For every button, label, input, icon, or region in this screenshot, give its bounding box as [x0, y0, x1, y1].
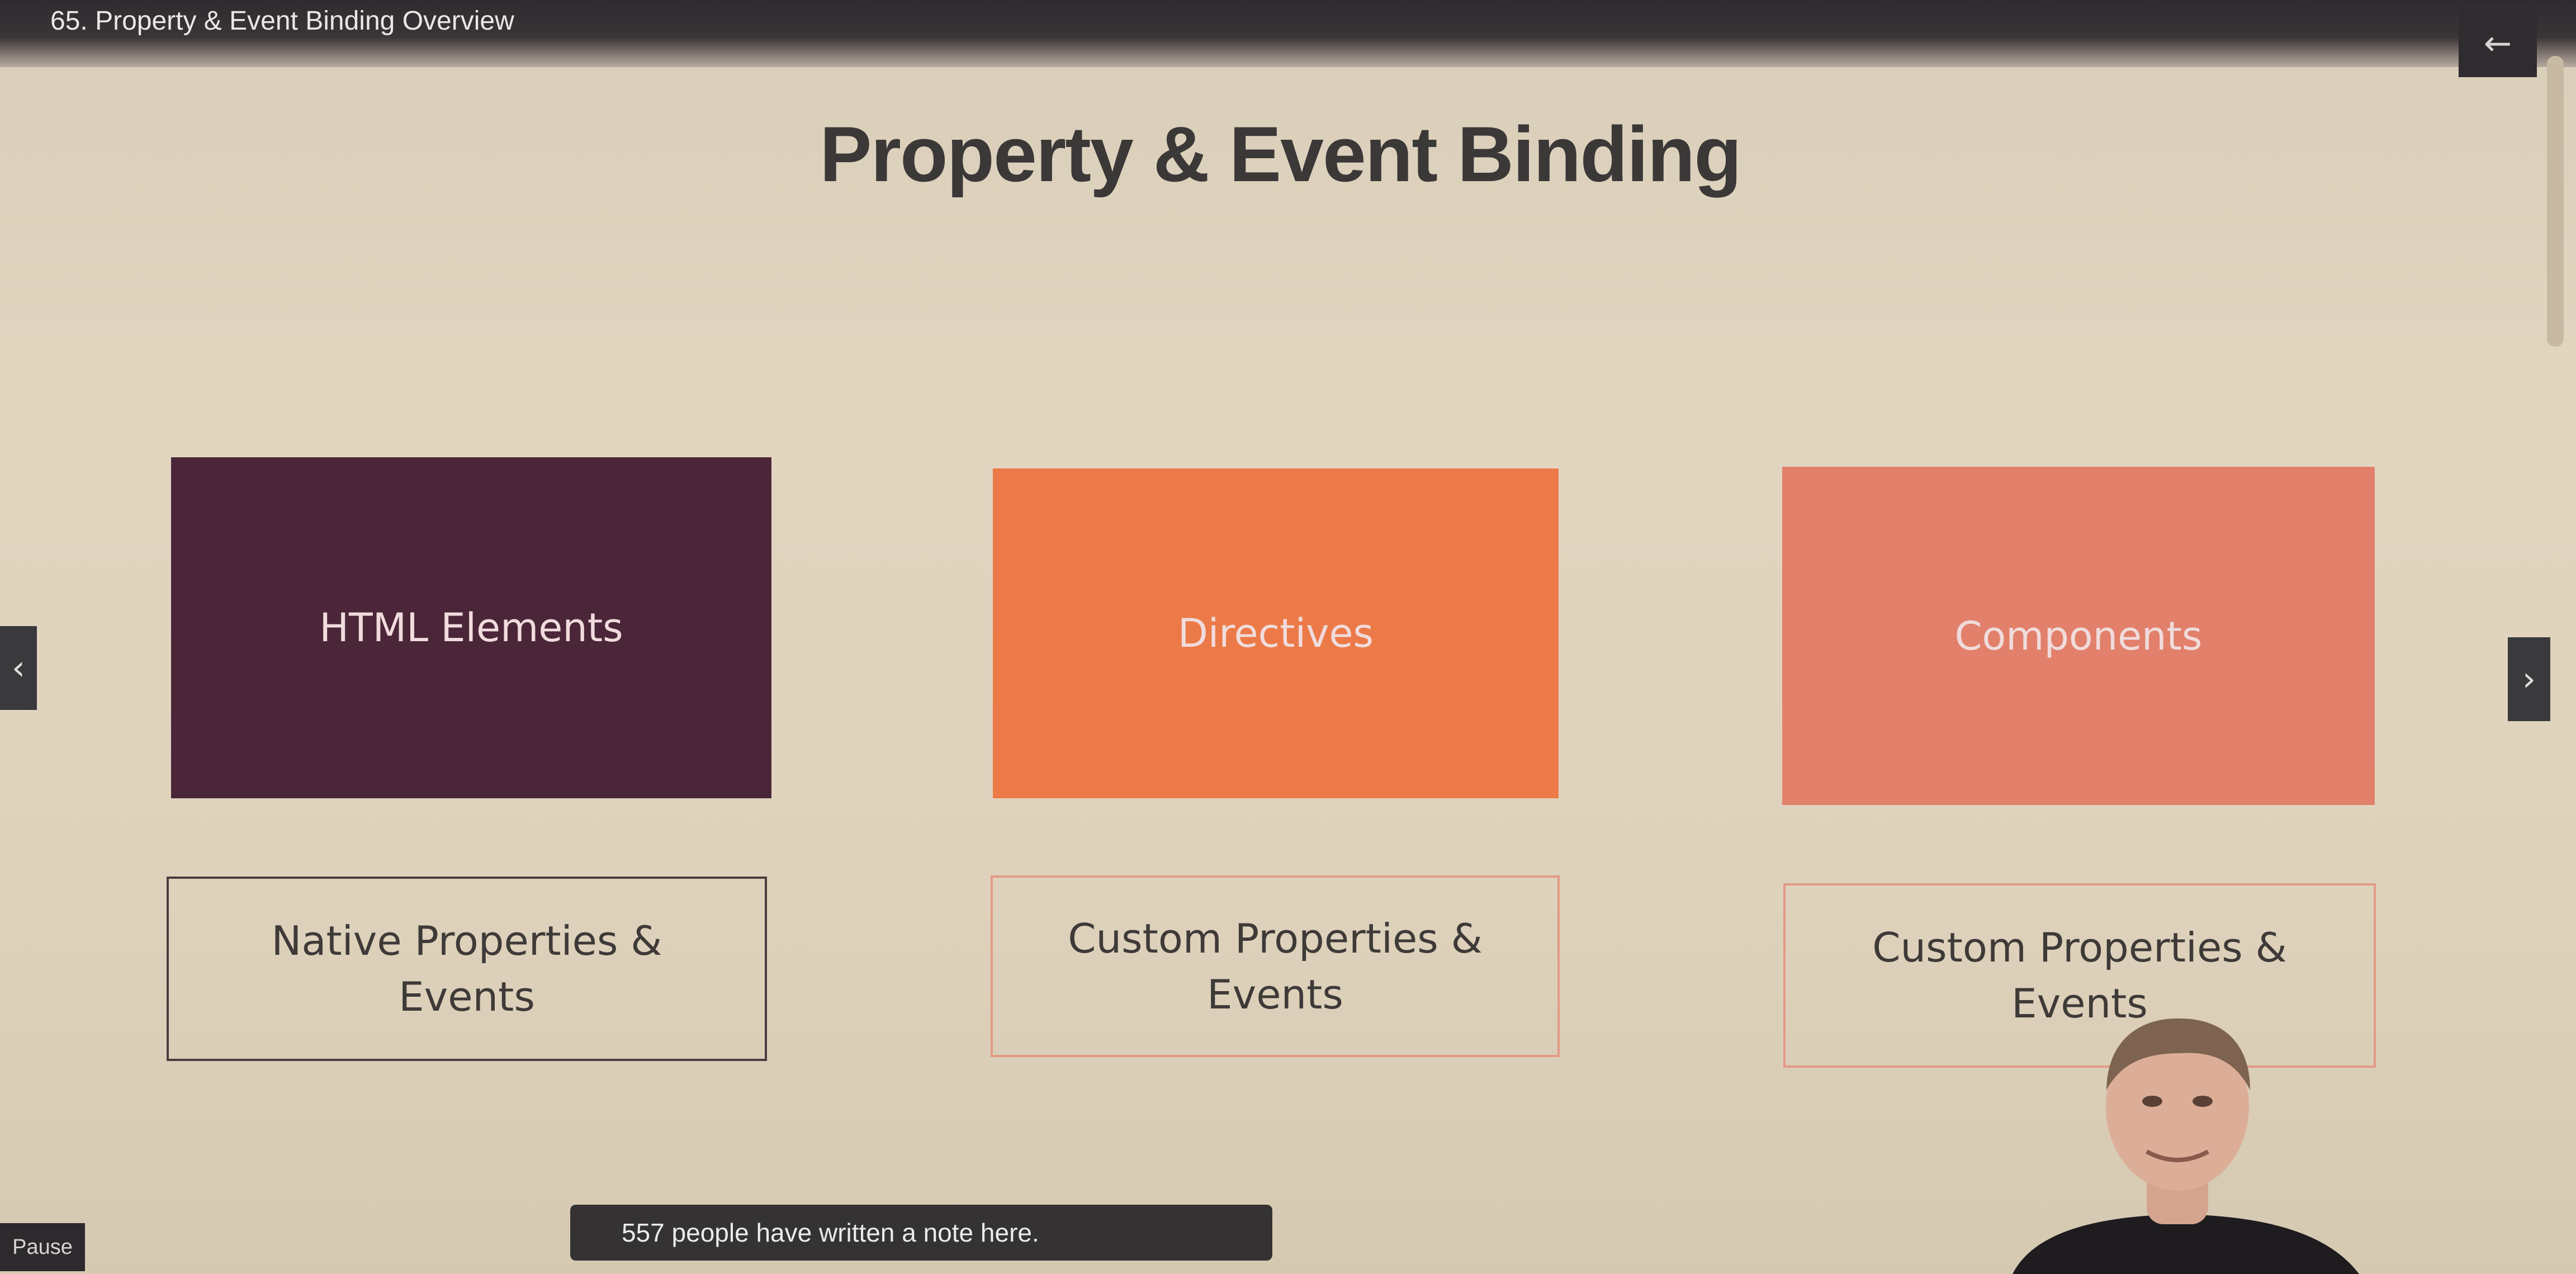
directives-box: Directives	[993, 468, 1559, 798]
chevron-right-icon: ›	[2522, 660, 2536, 699]
html-elements-box: HTML Elements	[171, 457, 771, 798]
desc-line: Events	[399, 973, 535, 1020]
lecture-title: 65. Property & Event Binding Overview	[50, 6, 514, 36]
components-box: Components	[1782, 467, 2375, 805]
notes-banner[interactable]: 557 people have written a note here.	[570, 1205, 1272, 1261]
back-button[interactable]: ←	[2459, 10, 2537, 77]
scrollbar[interactable]	[2547, 56, 2564, 347]
chevron-left-icon: ‹	[12, 648, 25, 688]
directives-custom-properties-events-box: Custom Properties & Events	[991, 875, 1560, 1057]
desc-line: Events	[2011, 980, 2148, 1027]
desc-line: Custom Properties &	[1068, 915, 1483, 962]
next-slide-button[interactable]: ›	[2508, 637, 2550, 721]
desc-line: Events	[1207, 970, 1343, 1018]
presenter-video	[2012, 1018, 2359, 1274]
arrow-left-icon: ←	[2483, 24, 2512, 63]
desc-line: Custom Properties &	[1872, 924, 2287, 971]
previous-slide-button[interactable]: ‹	[0, 626, 37, 710]
pause-button[interactable]: Pause	[0, 1223, 85, 1271]
player-top-bar	[0, 0, 2576, 67]
native-properties-events-box: Native Properties & Events	[167, 877, 767, 1061]
desc-line: Native Properties &	[271, 917, 662, 964]
components-custom-properties-events-box: Custom Properties & Events	[1783, 883, 2376, 1068]
slide-title: Property & Event Binding	[820, 110, 1742, 198]
